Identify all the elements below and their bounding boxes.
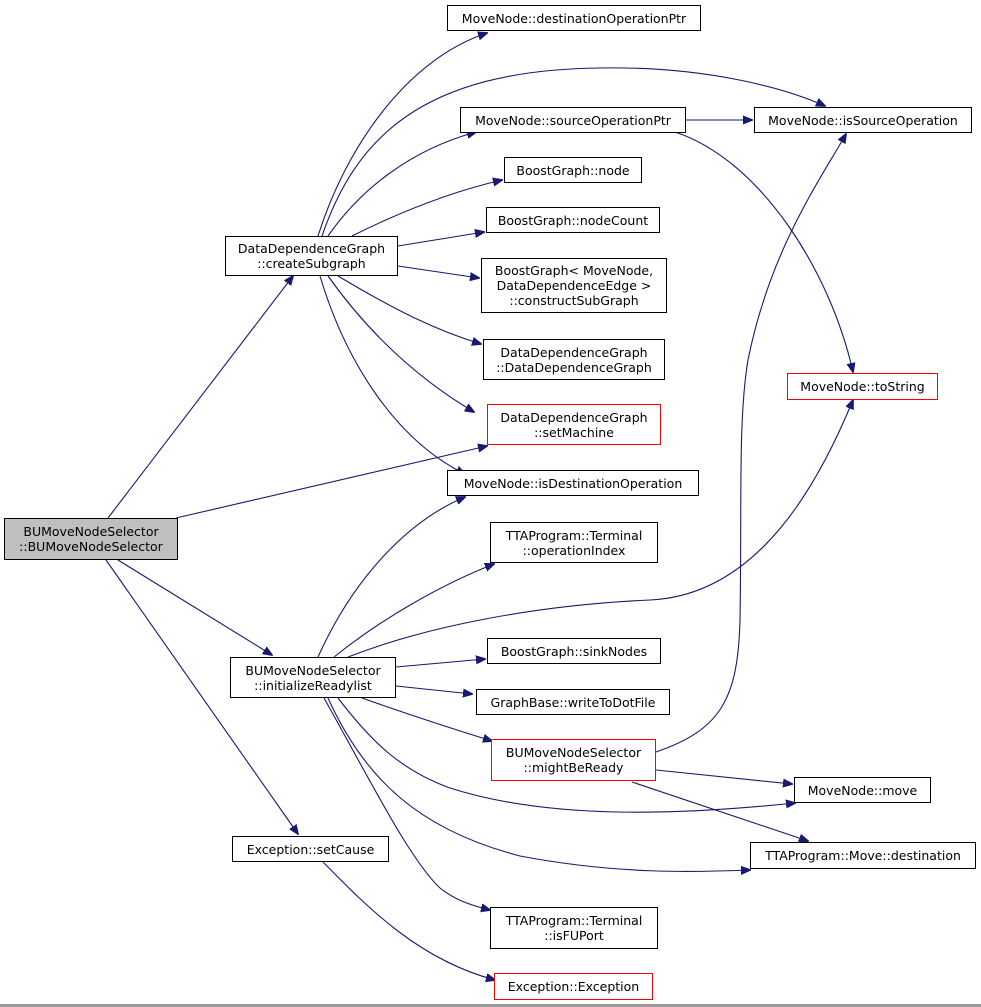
- edge-sop-toString: [674, 131, 853, 372]
- bottom-border: [0, 1004, 981, 1007]
- node-exception-constructor[interactable]: Exception::Exception: [494, 973, 653, 1000]
- edge-ir-writeToDotFile: [395, 685, 472, 694]
- node-construct-subgraph[interactable]: BoostGraph< MoveNode,DataDependenceEdge …: [481, 258, 667, 313]
- edge-ir-destination: [327, 697, 750, 871]
- edge-cs-isDestinationOperation: [319, 275, 465, 474]
- edge-ir-isDestinationOperation: [317, 497, 465, 658]
- edge-mbr-move: [655, 769, 792, 784]
- node-boostgraph-node-count[interactable]: BoostGraph::nodeCount: [486, 207, 660, 233]
- node-exception-set-cause[interactable]: Exception::setCause: [232, 836, 389, 862]
- node-create-subgraph[interactable]: DataDependenceGraph::createSubgraph: [225, 236, 398, 276]
- edge-ir-operationIndex: [333, 564, 494, 658]
- node-movenode-to-string[interactable]: MoveNode::toString: [787, 373, 938, 400]
- node-sink-nodes[interactable]: BoostGraph::sinkNodes: [487, 638, 661, 664]
- node-source-operation-ptr[interactable]: MoveNode::sourceOperationPtr: [460, 107, 686, 133]
- edge-ir-sinkNodes: [395, 659, 485, 668]
- edge-root-setCause: [105, 559, 298, 834]
- node-boostgraph-node[interactable]: BoostGraph::node: [504, 157, 642, 183]
- edge-cs-constructSubGraph: [397, 265, 479, 278]
- edge-root-initializeReadylist: [117, 559, 272, 655]
- node-bumovenodeselector-constructor: BUMoveNodeSelector::BUMoveNodeSelector: [4, 518, 178, 560]
- edge-cs-bgNode: [351, 180, 502, 237]
- node-write-to-dot-file[interactable]: GraphBase::writeToDotFile: [476, 689, 670, 715]
- node-operation-index[interactable]: TTAProgram::Terminal::operationIndex: [490, 522, 658, 563]
- edge-cs-isSourceOperation: [321, 67, 825, 237]
- edge-mbr-destination: [631, 781, 808, 841]
- node-destination-operation-ptr[interactable]: MoveNode::destinationOperationPtr: [447, 5, 701, 31]
- node-initialize-readylist[interactable]: BUMoveNodeSelector::initializeReadylist: [230, 657, 396, 698]
- node-is-fu-port[interactable]: TTAProgram::Terminal::isFUPort: [490, 907, 658, 949]
- edge-ir-isFUPort: [323, 697, 490, 910]
- node-movenode-move[interactable]: MoveNode::move: [794, 777, 931, 803]
- edge-ir-mightBeReady: [361, 697, 492, 741]
- edge-cs-setMachine: [327, 275, 474, 412]
- edge-root-createSubgraph: [107, 276, 293, 519]
- node-is-destination-operation[interactable]: MoveNode::isDestinationOperation: [447, 470, 699, 496]
- node-might-be-ready[interactable]: BUMoveNodeSelector::mightBeReady: [491, 739, 656, 781]
- edge-ir-toString: [347, 400, 853, 658]
- node-ddg-constructor[interactable]: DataDependenceGraph::DataDependenceGraph: [483, 339, 665, 380]
- node-is-source-operation[interactable]: MoveNode::isSourceOperation: [754, 107, 972, 133]
- edge-mbr-isSourceOperation: [655, 134, 846, 753]
- edge-cs-destinationOperationPtr: [317, 33, 487, 237]
- edge-cs-nodeCount: [397, 232, 484, 247]
- edge-ir-move: [337, 697, 795, 813]
- edge-cs-sourceOperationPtr: [327, 132, 476, 237]
- edge-root-setMachine: [175, 446, 487, 519]
- node-move-destination[interactable]: TTAProgram::Move::destination: [750, 842, 976, 869]
- node-set-machine[interactable]: DataDependenceGraph::setMachine: [487, 404, 661, 445]
- edge-cs-ddgCtor: [337, 275, 481, 344]
- edge-sc-exceptionCtor: [322, 861, 495, 980]
